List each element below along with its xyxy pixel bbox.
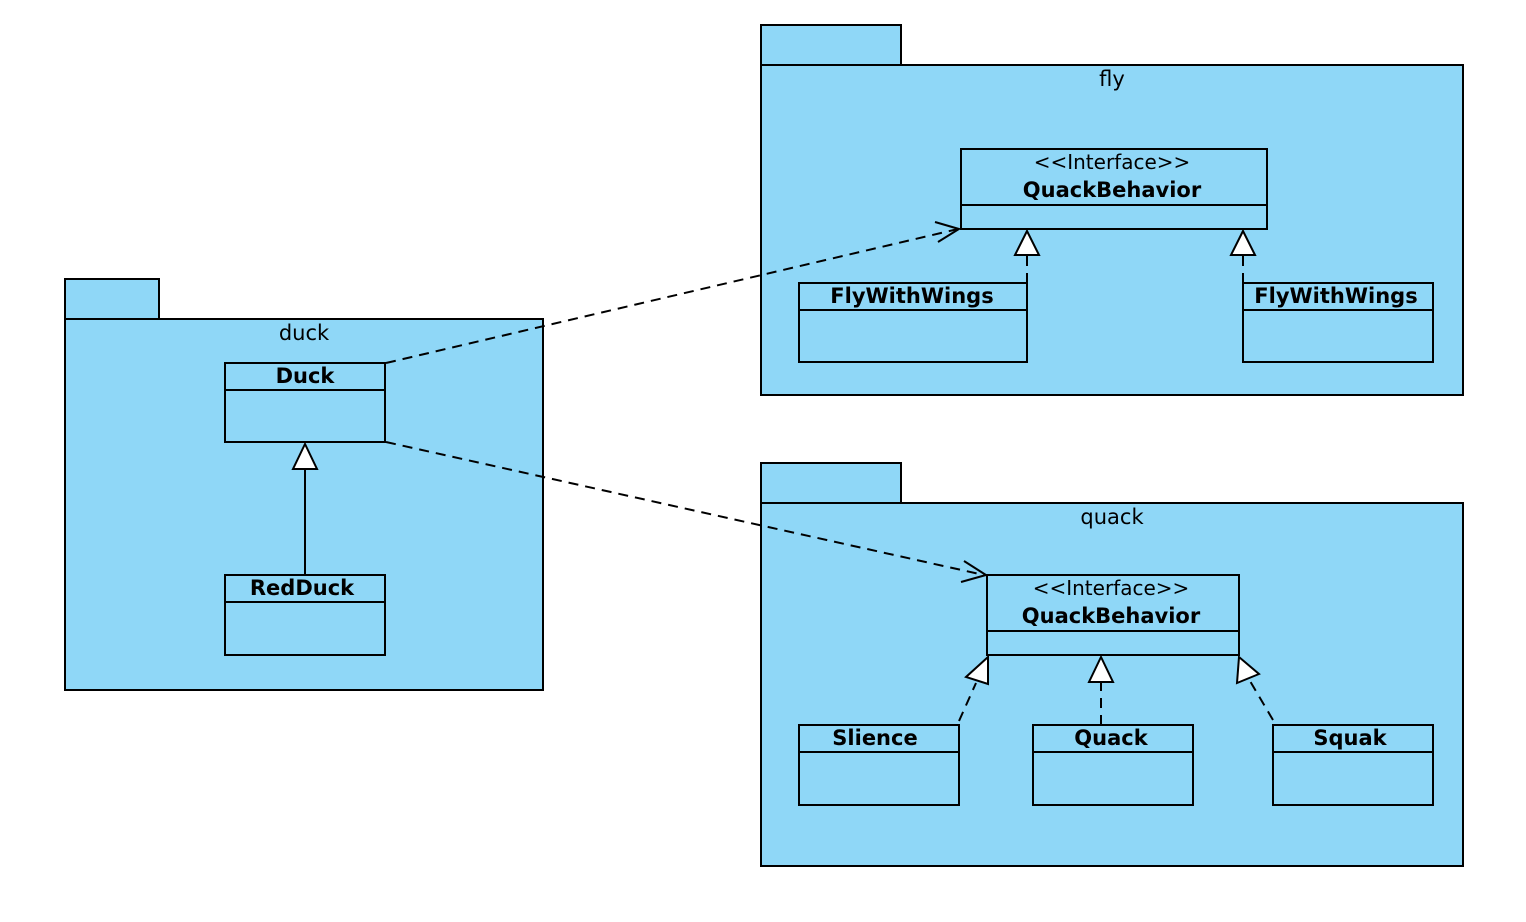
package-duck-label: duck: [279, 321, 330, 345]
open-arrowhead-icon: [934, 221, 962, 243]
realization-fly-with-wings-left[interactable]: [1013, 228, 1041, 283]
class-fly-with-wings-left-name: FlyWithWings: [830, 284, 993, 308]
package-quack-body: [760, 502, 1464, 867]
class-squak-name: Squak: [1313, 726, 1387, 750]
class-quack[interactable]: Quack: [1032, 724, 1194, 806]
class-squak[interactable]: Squak: [1272, 724, 1434, 806]
hollow-triangle-icon: [964, 654, 989, 686]
realization-fly-with-wings-right[interactable]: [1229, 228, 1257, 283]
class-duck-name: Duck: [276, 364, 336, 388]
hollow-triangle-icon: [1229, 228, 1257, 256]
class-fly-with-wings-right-name: FlyWithWings: [1254, 284, 1417, 308]
class-slience-name: Slience: [832, 726, 917, 750]
class-slience[interactable]: Slience: [798, 724, 960, 806]
package-fly-tab: [760, 24, 902, 66]
package-quack-tab: [760, 462, 902, 504]
package-fly-label: fly: [1099, 67, 1125, 91]
class-fly-with-wings-right[interactable]: FlyWithWings: [1242, 282, 1434, 363]
realization-slience[interactable]: [958, 654, 989, 722]
hollow-triangle-icon: [1235, 654, 1261, 685]
hollow-triangle-icon: [1087, 654, 1115, 683]
interface-quack-quack-behavior[interactable]: <<Interface>> QuackBehavior: [986, 574, 1240, 656]
package-duck-tab: [64, 278, 160, 320]
interface-quack-stereotype: <<Interface>>: [1033, 576, 1190, 600]
interface-fly-stereotype: <<Interface>>: [1034, 150, 1191, 174]
realization-quack[interactable]: [1087, 654, 1115, 725]
class-fly-with-wings-left[interactable]: FlyWithWings: [798, 282, 1028, 363]
interface-quack-name: QuackBehavior: [1022, 604, 1201, 628]
open-arrowhead-icon: [960, 560, 989, 583]
class-red-duck-name: RedDuck: [250, 576, 355, 600]
package-quack-label: quack: [1080, 505, 1144, 529]
hollow-triangle-icon: [291, 441, 319, 470]
interface-fly-name: QuackBehavior: [1023, 178, 1202, 202]
hollow-triangle-icon: [1013, 228, 1041, 256]
class-red-duck[interactable]: RedDuck: [224, 574, 386, 656]
dependency-duck-to-fly-interface[interactable]: [385, 221, 962, 364]
interface-fly-quack-behavior[interactable]: <<Interface>> QuackBehavior: [960, 148, 1268, 230]
class-duck[interactable]: Duck: [224, 362, 386, 443]
class-quack-name: Quack: [1074, 726, 1148, 750]
generalization-red-duck-to-duck[interactable]: [291, 441, 319, 575]
dependency-duck-to-quack-interface[interactable]: [385, 441, 989, 583]
realization-squak[interactable]: [1235, 654, 1274, 721]
